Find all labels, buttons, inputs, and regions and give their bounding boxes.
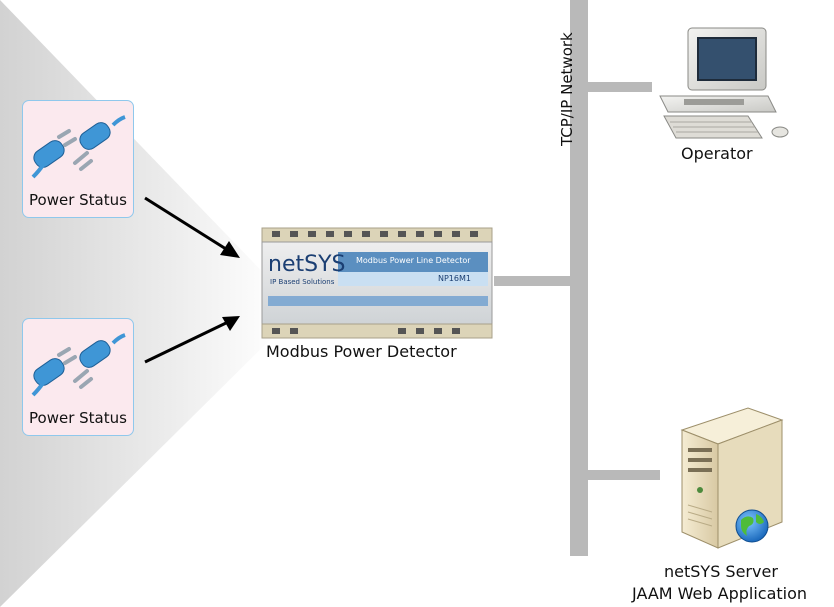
network-branch-server — [588, 470, 660, 480]
server-tower-icon — [680, 407, 784, 549]
server-label-line2: JAAM Web Application — [632, 584, 808, 603]
globe-icon — [735, 509, 769, 543]
detector-product-title: Modbus Power Line Detector — [356, 256, 471, 265]
power-status-card: Power Status — [22, 100, 134, 218]
network-branch-operator — [588, 82, 652, 92]
detector-model: NP16M1 — [438, 274, 471, 283]
plug-pair-icon — [31, 333, 126, 397]
operator-label: Operator — [681, 144, 753, 163]
plug-pair-icon — [31, 115, 126, 179]
detector-tagline: IP Based Solutions — [270, 278, 335, 286]
detector-label: Modbus Power Detector — [266, 342, 457, 361]
signal-beam — [0, 0, 280, 607]
power-status-label: Power Status — [29, 191, 127, 209]
detector-brand: netSYS — [268, 252, 346, 277]
network-backbone — [570, 0, 588, 556]
detector-device-icon — [261, 227, 493, 339]
server-label-line1: netSYS Server — [664, 562, 778, 581]
network-branch-detector — [494, 276, 570, 286]
operator-computer-icon — [659, 27, 789, 139]
power-status-label: Power Status — [29, 409, 127, 427]
arrow-bottom — [144, 316, 240, 364]
arrow-top — [144, 196, 240, 258]
power-status-card: Power Status — [22, 318, 134, 436]
network-label: TCP/IP Network — [558, 32, 576, 146]
